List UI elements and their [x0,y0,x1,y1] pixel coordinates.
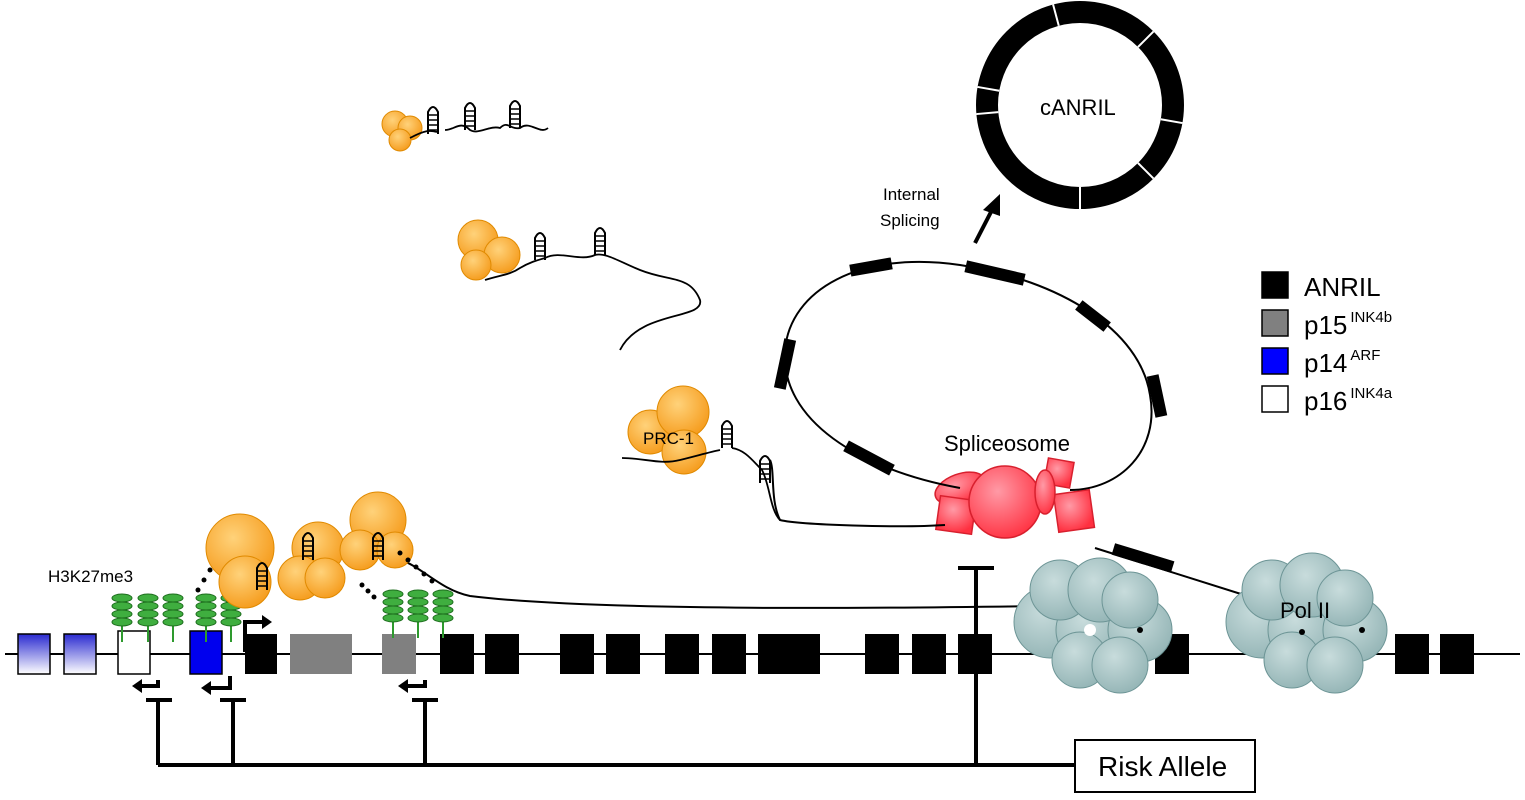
exon-anril-8 [758,634,820,674]
exon-anril-9 [865,634,899,674]
risk-allele-box: Risk Allele [1074,739,1256,793]
exon-anril-2 [440,634,474,674]
internal-splicing-arrow [973,209,994,244]
pol2-complex-2 [1225,552,1388,694]
dotted-connector [195,550,435,600]
exon-p16 [117,630,151,675]
exon-cdkn2b-as-upstream-2 [63,633,97,675]
legend-swatch-p16 [1261,385,1289,413]
risk-allele-label: Risk Allele [1098,751,1227,782]
prc1-label: PRC-1 [643,429,694,448]
exon-anril-4 [560,634,594,674]
exon-anril-14 [1440,634,1474,674]
legend-swatch-p14 [1261,347,1289,375]
prc-complex-bound [205,491,414,609]
exon-anril-10 [912,634,946,674]
canril-label: cANRIL [1040,95,1116,120]
legend-swatch-p15 [1261,309,1289,337]
pol2-label: Pol II [1280,598,1330,623]
pol2-complex-1 [1013,557,1173,694]
exon-cdkn2b-as-upstream-1 [17,633,51,675]
exon-anril-3 [485,634,519,674]
loop-tail [769,459,946,528]
prc-free-medium [457,219,701,351]
prc1-complex: PRC-1 [621,385,781,521]
exon-p15-1 [290,634,352,674]
legend-swatch-anril [1261,271,1289,299]
chromosome-locus [5,630,1520,675]
internal-label-line2: Splicing [880,211,940,230]
legend-label-anril: ANRIL [1304,272,1381,302]
exon-p14 [189,630,223,675]
tss-arrows [138,620,427,690]
risk-allele-repression [146,566,1075,767]
loop-exons [773,257,1168,476]
transcript-tail [399,559,1041,609]
h3k27me3-label: H3K27me3 [48,567,133,586]
exon-anril-6 [665,634,699,674]
nascent-exon [1111,543,1175,573]
spliceosome [934,457,1096,539]
exon-anril-7 [712,634,746,674]
spliceosome-label: Spliceosome [944,431,1070,456]
exon-anril-5 [606,634,640,674]
exon-p15-2 [382,634,416,674]
prc-free-small [381,100,549,152]
internal-label-line1: Internal [883,185,940,204]
exon-anril-1 [245,634,277,674]
splicing-loop [783,260,1153,491]
exon-anril-13 [1395,634,1429,674]
circular-anril: cANRIL [976,1,1184,209]
